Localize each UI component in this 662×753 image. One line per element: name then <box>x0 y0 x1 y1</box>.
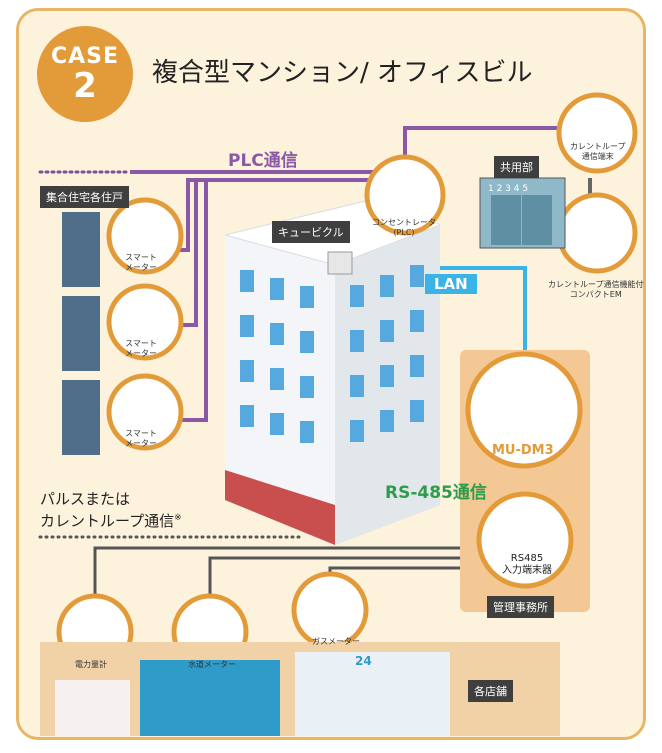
power-meter-label: 電力量計 <box>75 660 107 669</box>
pulse-label: パルスまたはカレントループ通信※ <box>40 490 182 530</box>
lan-label: LAN <box>425 274 477 294</box>
management-office-label: 管理事務所 <box>487 596 554 618</box>
cubicle-label: キュービクル <box>272 221 350 243</box>
residence-door-3 <box>62 380 100 455</box>
smart-meter-3-label: スマートメーター <box>125 429 157 448</box>
case-badge: CASE 2 <box>37 26 133 122</box>
residence-door-1 <box>62 212 100 287</box>
stores-label: 各店舗 <box>468 680 513 702</box>
residences-label: 集合住宅各住戸 <box>40 186 129 208</box>
store-3 <box>295 652 450 736</box>
gas-meter-label: ガスメーター <box>312 637 360 646</box>
concentrator-label: コンセントレータ(PLC) <box>372 218 436 237</box>
store-number: 24 <box>355 654 372 668</box>
compact-em-label: カレントループ通信機能付コンパクトEM <box>548 280 644 299</box>
water-meter-label: 水道メーター <box>188 660 236 669</box>
case-number: 2 <box>73 66 97 106</box>
current-loop-terminal-label: カレントループ通信端末 <box>570 142 626 161</box>
residence-door-2 <box>62 296 100 371</box>
smart-meter-1-label: スマートメーター <box>125 253 157 272</box>
elevator-floors: 1 2 3 4 5 <box>488 184 529 194</box>
store-1 <box>55 680 130 736</box>
plc-label: PLC通信 <box>228 151 298 171</box>
rs485-label: RS-485通信 <box>385 483 487 503</box>
page-title: 複合型マンション/ オフィスビル <box>152 58 533 88</box>
case-word: CASE <box>50 44 120 69</box>
mu-dm3-label: MU-DM3 <box>492 443 554 458</box>
common-area-label: 共用部 <box>494 156 539 178</box>
building <box>224 194 442 545</box>
store-2 <box>140 660 280 736</box>
smart-meter-2-label: スマートメーター <box>125 339 157 358</box>
